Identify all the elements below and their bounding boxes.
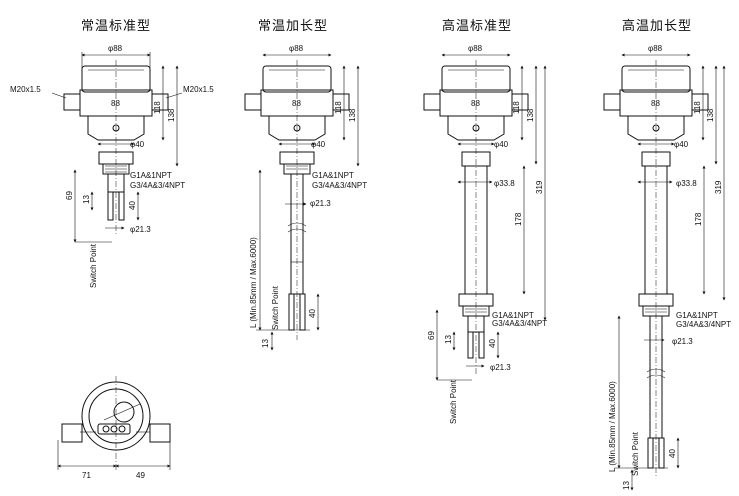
total-height-label: 138	[348, 108, 357, 122]
thread-label-2: G3/4A&3/4NPT	[130, 181, 185, 190]
length-69-label: 69	[65, 191, 74, 200]
view-title: 常温加长型	[258, 19, 328, 34]
conduit-left	[63, 93, 81, 111]
rod-diameter-label: φ21.3	[310, 199, 331, 208]
length-40-label: 40	[488, 339, 497, 348]
fork-tine-left	[647, 437, 654, 469]
fork-tine-right	[658, 437, 665, 469]
switch-point-label: Switch Point	[89, 243, 98, 288]
ext-length-label: 178	[514, 212, 523, 226]
terminal-block	[97, 423, 131, 435]
neck-diameter-label: φ40	[130, 140, 145, 149]
length-40-label: 40	[128, 201, 137, 210]
thread-label: G1A&1NPT	[312, 171, 354, 180]
switch-point-label: Switch Point	[449, 379, 458, 424]
top-view: 71 49	[57, 376, 171, 480]
body-height-label: 118	[512, 101, 521, 114]
fork-diameter-label: φ21.3	[130, 225, 151, 234]
length-13-label: 13	[622, 481, 631, 490]
fork-tine-left	[288, 293, 295, 331]
overall-length-label: 319	[535, 180, 544, 194]
conduit-left-label: M20x1.5	[10, 85, 41, 94]
body-diameter-label: φ88	[468, 44, 483, 53]
switch-point-label: Switch Point	[271, 285, 280, 330]
fork-tine-right	[478, 331, 485, 359]
right-width-label: 49	[136, 471, 145, 480]
fork-tine-left	[467, 331, 474, 359]
length-40-label: 40	[668, 449, 677, 458]
length-13-label: 13	[261, 339, 270, 348]
body-diameter-label: φ88	[648, 44, 663, 53]
length-40-label: 40	[308, 309, 317, 318]
body-height-label: 118	[334, 101, 343, 114]
view-high-temp-extended: 高温加长型 φ88 88 φ40 118 138 φ33.8 178 319 G…	[603, 18, 731, 491]
extension-rod	[649, 315, 663, 439]
conduit-right-label: M20x1.5	[183, 85, 214, 94]
conduit-right	[149, 423, 171, 443]
view-standard: 常温标准型 φ88 88 M20x1.5 M20x1.5 φ40 118 138…	[10, 19, 214, 288]
fork-tine-left	[107, 191, 114, 221]
view-title: 高温标准型	[442, 18, 512, 34]
total-height-label: 138	[706, 108, 715, 122]
body-diameter-label: φ88	[289, 44, 304, 53]
total-height-label: 138	[167, 108, 176, 122]
conduit-left	[61, 423, 83, 443]
body-height-label: 118	[693, 101, 702, 114]
length-13-label: 13	[444, 335, 453, 344]
view-title: 常温标准型	[81, 19, 151, 34]
fork-tine-right	[299, 293, 306, 331]
view-high-temp: 高温标准型 φ88 88 φ40 118 138 φ33.8 178 319 G…	[423, 18, 547, 424]
center-mark: 88	[651, 99, 660, 108]
conduit-right	[151, 93, 169, 111]
thread-label-2: G3/4A&3/4NPT	[492, 319, 547, 328]
neck-diameter-label: φ40	[311, 140, 326, 149]
switch-point-label: Switch Point	[631, 431, 640, 476]
length-label: L (Min.85mm / Max.6000)	[608, 381, 617, 472]
left-width-label: 71	[82, 471, 91, 480]
fork-tine-right	[118, 191, 125, 221]
neck-diameter-label: φ40	[494, 140, 509, 149]
body-diameter-label: φ88	[108, 44, 123, 53]
rod-diameter-label: φ21.3	[672, 337, 693, 346]
thread-label: G1A&1NPT	[676, 311, 718, 320]
ext-length-label: 178	[694, 212, 703, 226]
center-mark: 88	[111, 99, 120, 108]
thread-label-2: G3/4A&3/4NPT	[312, 181, 367, 190]
center-mark: 88	[292, 99, 301, 108]
length-69-label: 69	[427, 331, 436, 340]
ext-diameter-label: φ33.8	[494, 179, 515, 188]
fork-diameter-label: φ21.3	[490, 363, 511, 372]
total-height-label: 138	[526, 108, 535, 122]
view-title: 高温加长型	[622, 18, 692, 34]
overall-length-label: 319	[714, 180, 723, 194]
length-13-label: 13	[82, 195, 91, 204]
center-mark: 88	[471, 99, 480, 108]
neck-diameter-label: φ40	[674, 140, 689, 149]
length-label: L (Min.85mm / Max.6000)	[249, 237, 258, 328]
body-height-label: 118	[153, 101, 162, 114]
view-standard-extended: 常温加长型 φ88 88 φ40 118 138 G1A&1NPT G3/4A&…	[244, 19, 367, 351]
thread-label: G1A&1NPT	[130, 171, 172, 180]
thread-label: G1A&1NPT	[492, 311, 534, 320]
thread-label-2: G3/4A&3/4NPT	[676, 320, 731, 329]
ext-diameter-label: φ33.8	[676, 179, 697, 188]
